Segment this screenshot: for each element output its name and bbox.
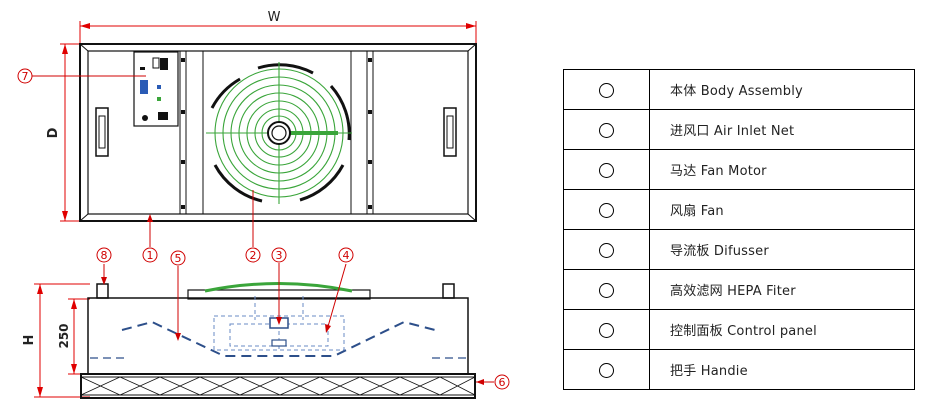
callout-2: 2 — [245, 247, 261, 263]
side-body — [87, 297, 469, 375]
legend-row: 高效滤网 HEPA Fiter — [563, 269, 915, 310]
svg-text:3: 3 — [276, 249, 283, 262]
height-label: H — [22, 335, 37, 346]
body-outer-frame — [79, 43, 477, 222]
height-dimension — [34, 283, 90, 398]
callout-7: 7 — [17, 68, 146, 84]
legend-row: 导流板 Difusser — [563, 229, 915, 270]
handle-left — [95, 107, 109, 157]
legend-row: 马达 Fan Motor — [563, 149, 915, 190]
depth-dimension — [60, 43, 80, 222]
handle-right — [443, 107, 457, 157]
control-panel — [133, 51, 179, 127]
width-label: W — [268, 10, 281, 25]
callout-3: 3 — [271, 247, 287, 263]
legend-label: 进风口 Air Inlet Net — [649, 109, 915, 150]
top-view: W D — [17, 10, 477, 247]
knob-right — [442, 283, 455, 299]
knob-left — [96, 283, 109, 299]
inlet-rails — [179, 51, 374, 214]
side-view: H 250 — [22, 247, 510, 399]
legend-row: 风扇 Fan — [563, 189, 915, 230]
body-inner-frame — [87, 50, 469, 215]
circle-marker-icon — [599, 123, 614, 138]
callout-1: 1 — [142, 247, 158, 263]
legend-label: 风扇 Fan — [649, 189, 915, 230]
fan-motor-top — [267, 121, 291, 145]
circle-marker-icon — [599, 363, 614, 378]
legend-label: 高效滤网 HEPA Fiter — [649, 269, 915, 310]
rail-screws — [181, 58, 372, 209]
svg-text:1: 1 — [147, 249, 154, 262]
diffuser — [121, 320, 436, 357]
svg-text:8: 8 — [101, 249, 108, 262]
svg-text:7: 7 — [22, 70, 29, 83]
circle-marker-icon — [599, 323, 614, 338]
svg-text:2: 2 — [250, 249, 257, 262]
legend-marker-cell — [563, 229, 650, 270]
callout-5: 5 — [170, 250, 186, 266]
callout-4: 4 — [338, 247, 354, 263]
svg-text:6: 6 — [499, 376, 506, 389]
parts-legend-table: 本体 Body Assembly 进风口 Air Inlet Net 马达 Fa… — [563, 69, 915, 390]
legend-marker-cell — [563, 149, 650, 190]
depth-label: D — [46, 127, 61, 138]
legend-marker-cell — [563, 69, 650, 110]
legend-marker-cell — [563, 309, 650, 350]
legend-row: 进风口 Air Inlet Net — [563, 109, 915, 150]
legend-row: 把手 Handie — [563, 349, 915, 390]
legend-row: 控制面板 Control panel — [563, 309, 915, 350]
width-dimension — [79, 21, 477, 44]
legend-marker-cell — [563, 269, 650, 310]
circle-marker-icon — [599, 83, 614, 98]
legend-label: 控制面板 Control panel — [649, 309, 915, 350]
callout-8: 8 — [96, 247, 112, 263]
legend-marker-cell — [563, 349, 650, 390]
circle-marker-icon — [599, 163, 614, 178]
circle-marker-icon — [599, 283, 614, 298]
legend-label: 导流板 Difusser — [649, 229, 915, 270]
legend-label: 马达 Fan Motor — [649, 149, 915, 190]
legend-label: 把手 Handie — [649, 349, 915, 390]
circle-marker-icon — [599, 203, 614, 218]
height-value-label: 250 — [57, 323, 71, 348]
legend-row: 本体 Body Assembly — [563, 69, 915, 110]
legend-label: 本体 Body Assembly — [649, 69, 915, 110]
svg-text:5: 5 — [175, 252, 182, 265]
hepa-filter — [80, 373, 476, 399]
legend-marker-cell — [563, 109, 650, 150]
legend-marker-cell — [563, 189, 650, 230]
svg-text:4: 4 — [343, 249, 350, 262]
fan-ring — [210, 63, 351, 203]
callout-6: 6 — [494, 374, 510, 390]
circle-marker-icon — [599, 243, 614, 258]
